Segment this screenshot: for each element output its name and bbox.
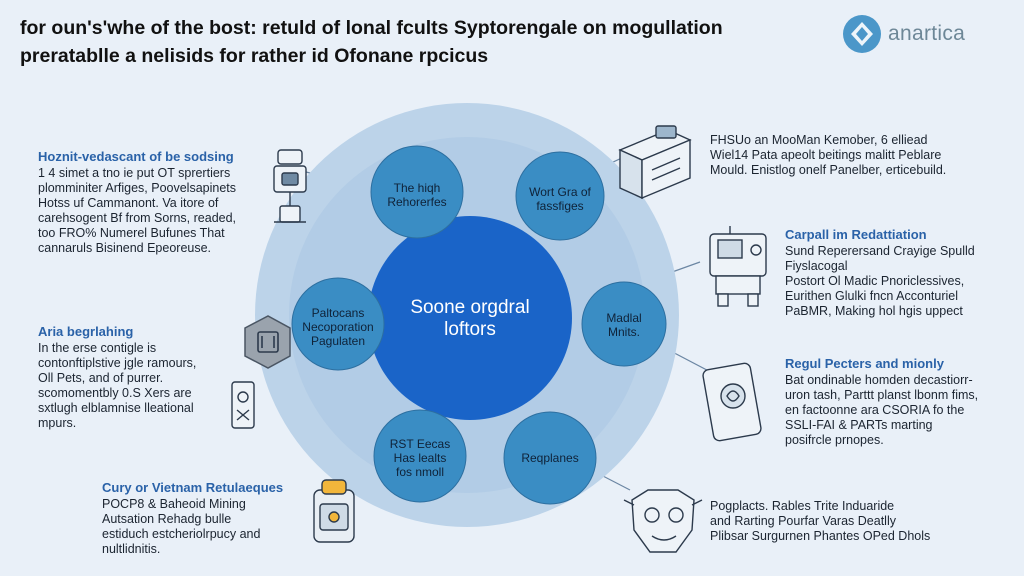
block-line: Postort Ol Madic Pnoriclessives, [785, 274, 965, 288]
block-heading: Hoznit-vedascant of be sodsing [38, 149, 234, 164]
tablet-device-icon [702, 362, 762, 442]
right-text-block: Regul Pecters and mionly Bat ondinable h… [785, 356, 1010, 448]
title-line-2: preratablle a nelisids for rather id Ofo… [20, 45, 489, 67]
node-circle [291, 277, 385, 371]
block-line: Fiyslacogal [785, 259, 848, 273]
title-line-1: for oun's'whe of the bost: retuld of lon… [20, 17, 723, 39]
block-line: Sund Reperersand Crayige Spulld [785, 244, 975, 258]
left-text-block: Cury or Vietnam Retulaeques POCP8 & Bahe… [102, 480, 302, 557]
block-line: and Rarting Pourfar Varas Deatlly [710, 514, 896, 528]
node-label-line: fos nmoll [395, 465, 445, 479]
right-text-block: FHSUo an MooMan Kemober, 6 elliead Wiel1… [710, 133, 1000, 178]
block-line: contonftiplstive jgle ramours, [38, 356, 197, 370]
node-label: Madlal Mnits. [584, 311, 664, 339]
node-label: Paltocans Necoporation Pagulaten [293, 306, 383, 348]
block-heading: Carpall im Redattiation [785, 227, 927, 242]
robot-tool-icon [273, 149, 307, 223]
node-label: Wort Gra of fassfiges [515, 185, 605, 213]
node-label-line: Has lealts [393, 451, 447, 465]
block-line: Pogplacts. Rables Trite Induaride [710, 499, 895, 513]
node-label-line: Reqplanes [521, 451, 579, 465]
block-line: SSLI-FAI & PARTs marting [785, 418, 933, 432]
node-circle [515, 151, 605, 241]
brand-logo: anartica [842, 14, 965, 54]
right-text-block: Pogplacts. Rables Trite Induaride and Ra… [710, 499, 1000, 544]
block-line: Bat ondinable homden decastiorr- [785, 373, 973, 387]
logo-text: anartica [888, 22, 966, 45]
node-circle [503, 411, 597, 505]
block-line: estiduch estcheriolrpucy and [102, 527, 261, 541]
block-line: Autsation Rehadg bulle [102, 512, 232, 526]
node-circle [581, 281, 667, 367]
block-line: FHSUo an MooMan Kemober, 6 elliead [710, 133, 928, 147]
left-text-block: Aria begrlahing In the erse contigle is … [38, 324, 228, 431]
machine-robot-icon [709, 226, 767, 307]
block-line: posifrcle prnopes. [785, 433, 884, 447]
backpack-icon [313, 479, 355, 543]
node-label-line: Paltocans [311, 306, 365, 320]
center-circle [368, 216, 572, 420]
block-line: Oll Pets, and of purrer. [38, 371, 164, 385]
block-line: uron tash, Parttt planst lbonm fims, [785, 388, 979, 402]
left-text-block: Hoznit-vedascant of be sodsing 1 4 simet… [38, 149, 268, 256]
node-label: The hiqh Rehorerfes [372, 181, 462, 209]
node-label-line: Pagulaten [310, 334, 366, 348]
logo-diamond-icon [843, 15, 881, 53]
block-line: nultlidnitis. [102, 542, 161, 556]
node-label-line: RST Eecas [389, 437, 451, 451]
node-label: Reqplanes [505, 451, 595, 465]
block-line: en factoonne ara CSORIA fo the [785, 403, 965, 417]
block-line: too FRO% Numerel Bufunes That [38, 226, 225, 240]
block-line: Plibsar Surgurnen Phantes OPed Dhols [710, 529, 931, 543]
server-cabinet-icon [618, 125, 692, 200]
node-label-line: Mnits. [607, 325, 640, 339]
node-circle [370, 145, 464, 239]
hexagon-badge-icon [244, 315, 291, 369]
block-line: In the erse contigle is [38, 341, 157, 355]
center-label-line: Soone orgdral [410, 297, 530, 318]
center-label-line: loftors [444, 319, 496, 340]
center-label: Soone orgdral loftors [390, 297, 550, 341]
block-line: mpurs. [38, 416, 77, 430]
block-heading: Aria begrlahing [38, 324, 134, 339]
right-text-block: Carpall im Redattiation Sund Reperersand… [785, 227, 1010, 319]
block-heading: Regul Pecters and mionly [785, 356, 944, 371]
node-label-line: Wort Gra of [529, 185, 591, 199]
block-line: Eurithen Glulki fncn Acconturiel [785, 289, 959, 303]
node-label-line: fassfiges [536, 199, 584, 213]
block-line: Mould. Enistlog onelf Panelber, erticebu… [710, 163, 947, 177]
block-heading: Cury or Vietnam Retulaeques [102, 480, 284, 495]
mask-face-icon [623, 489, 703, 553]
block-line: scomomentbly 0.S Xers are [38, 386, 192, 400]
node-label-line: Madlal [606, 311, 642, 325]
block-line: carehsogent Bf from Sorns, readed, [38, 211, 237, 225]
block-line: PaBMR, Making hol hgis uppect [785, 304, 963, 318]
node-label-line: Necoporation [302, 320, 374, 334]
node-label-line: Rehorerfes [387, 195, 447, 209]
node-label-line: The hiqh [393, 181, 441, 195]
block-line: POCP8 & Baheoid Mining [102, 497, 246, 511]
block-line: 1 4 simet a tno ie put OT sprertiers [38, 166, 231, 180]
node-circle [373, 409, 467, 503]
node-label: RST Eecas Has lealts fos nmoll [375, 437, 465, 479]
block-line: Hotss uf Cammanont. Va itore of [38, 196, 219, 210]
block-line: sxtlugh elblamnise lleational [38, 401, 194, 415]
block-line: cannaruls Bisinend Epeoreuse. [38, 241, 212, 255]
block-line: plomminiter Arfiges, Poovelsapinets [38, 181, 237, 195]
block-line: Wiel14 Pata apeolt beitings malitt Pebla… [710, 148, 942, 162]
scroll-document-icon [231, 381, 255, 429]
